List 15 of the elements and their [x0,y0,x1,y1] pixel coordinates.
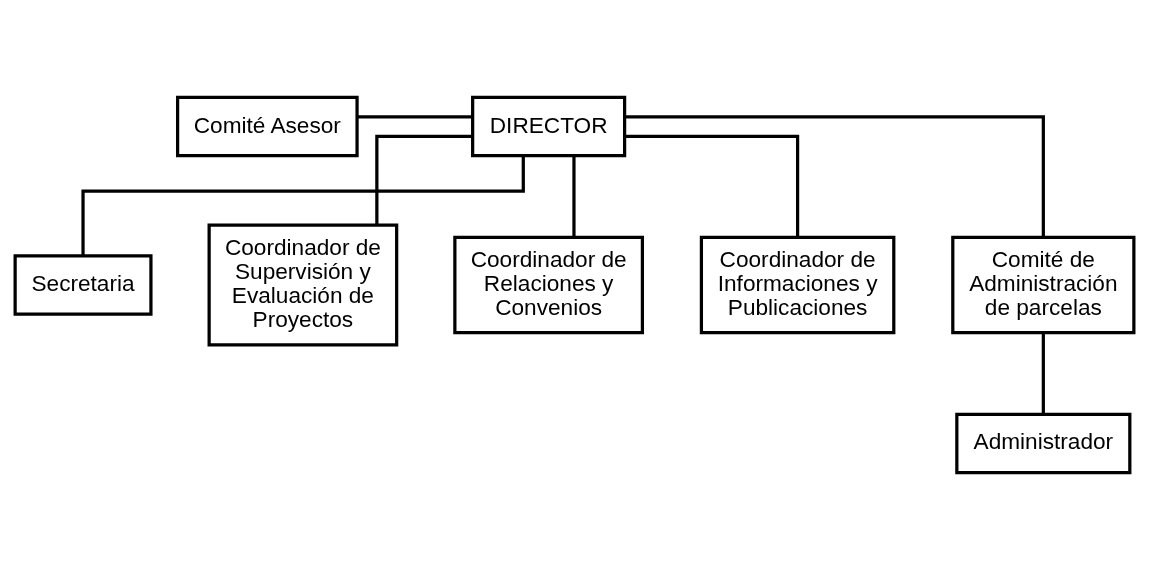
connector [624,134,800,237]
node-box: Comité de Administración de parcelas [951,235,1136,334]
node-box: Comité Asesor [176,95,359,157]
node-box: Coordinador de Informaciones y Publicaciones [699,235,896,334]
connector [375,134,473,225]
node-box: Coordinador de Relaciones y Convenios [453,235,644,334]
connector [624,114,1045,237]
node-box: Administrador [955,412,1132,474]
node-box: DIRECTOR [471,95,627,157]
connector [357,114,473,118]
connector [572,155,576,237]
connector [1041,332,1045,414]
connector [81,155,525,256]
node-box: Secretaria [13,253,153,316]
node-box: Coordinador de Supervisión y Evaluación de Proyectos [207,223,399,346]
